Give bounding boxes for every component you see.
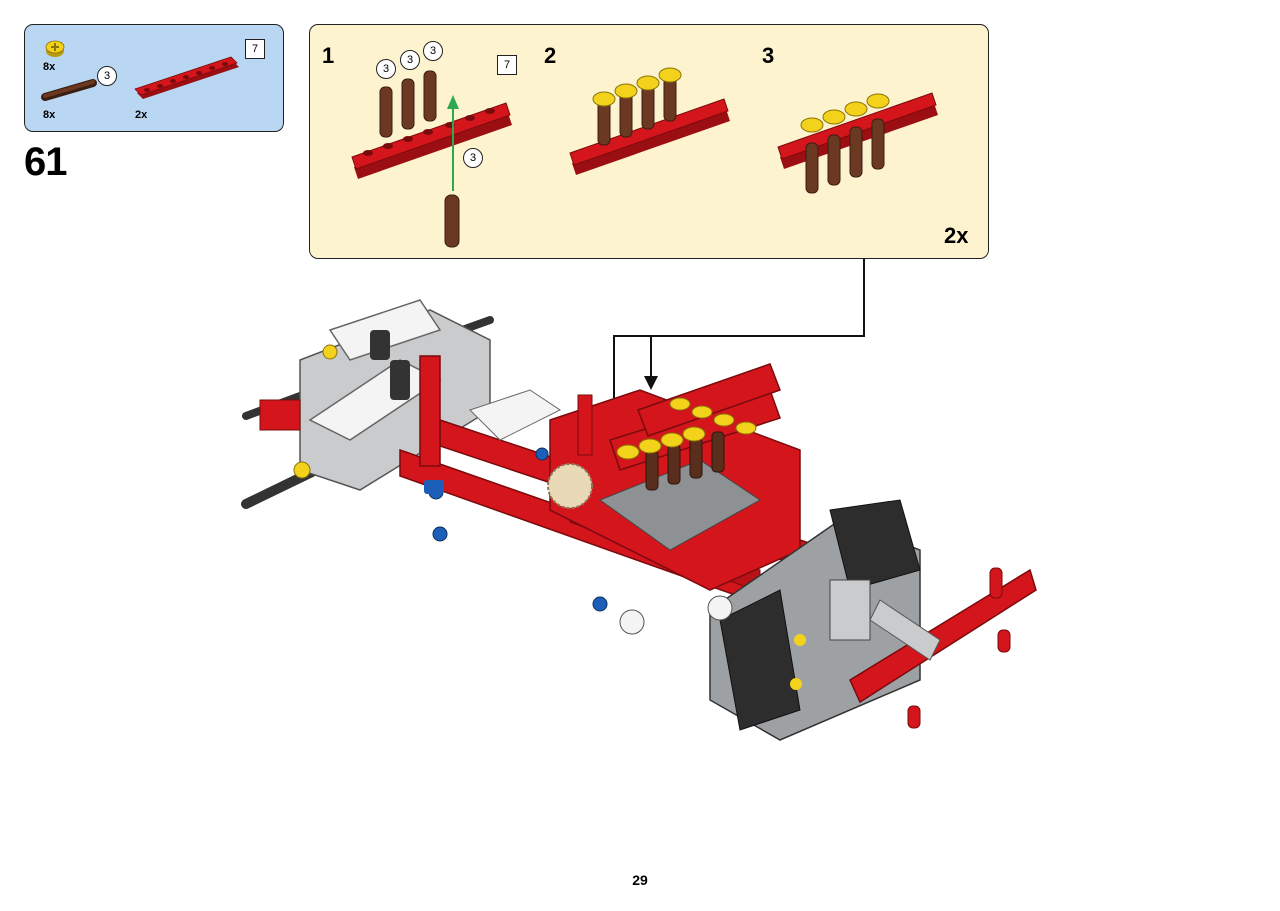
beam-length-callout: 7 — [245, 39, 265, 59]
red-beam-icon — [134, 56, 239, 99]
sub-step-3-label: 3 — [762, 43, 775, 68]
brown-axle-icon — [41, 79, 97, 101]
axle-quantity: 8x — [43, 109, 56, 121]
main-model-illustration — [241, 299, 1037, 741]
bush-quantity: 8x — [43, 61, 56, 73]
axle-callout-c: 3 — [423, 41, 443, 61]
beam-callout: 7 — [497, 55, 517, 75]
parts-list-box: 8x 3 8x 7 2x — [24, 24, 284, 132]
axle-callout-b: 3 — [400, 50, 420, 70]
sub-step-1-label: 1 — [322, 43, 335, 68]
beam-quantity: 2x — [135, 109, 148, 121]
sub-step-3-illustration — [777, 92, 938, 194]
sub-assembly-box: 1 2 3 3 3 3 3 7 — [309, 24, 989, 259]
sub-step-1-illustration — [351, 70, 512, 248]
page-number: 29 — [632, 872, 648, 888]
sub-step-2-label: 2 — [544, 43, 557, 68]
axle-callout-d: 3 — [463, 148, 483, 168]
axle-length-callout: 3 — [97, 66, 117, 86]
yellow-bush-icon — [45, 40, 65, 57]
step-number: 61 — [24, 140, 67, 184]
sub-step-2-illustration — [569, 67, 730, 175]
axle-callout-a: 3 — [376, 59, 396, 79]
sub-assembly-multiplier: 2x — [944, 223, 969, 248]
